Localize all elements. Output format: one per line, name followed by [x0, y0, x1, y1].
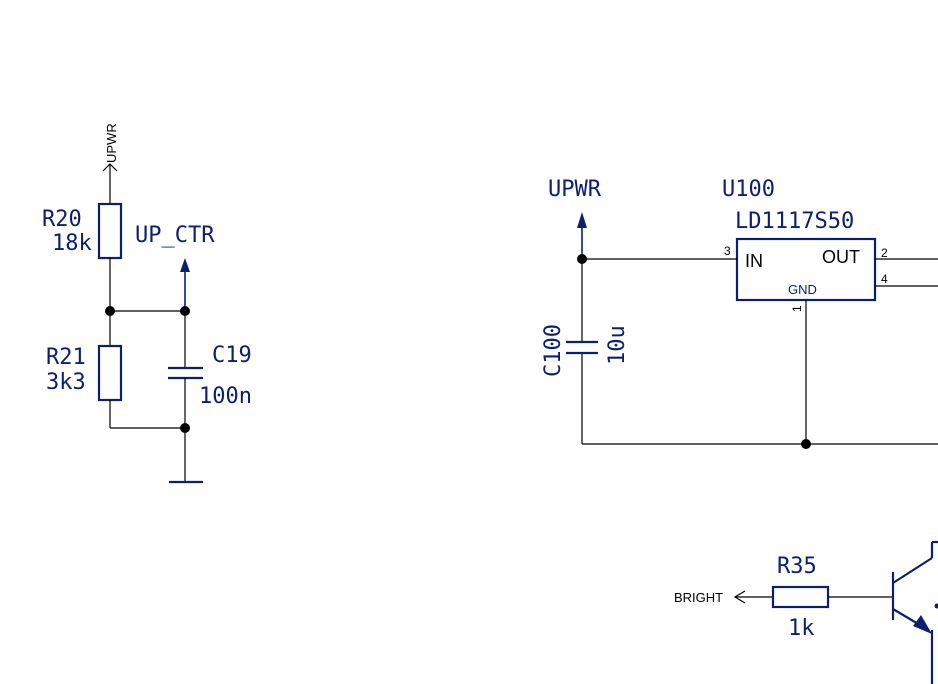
c100-value: 10u [605, 325, 630, 365]
r35-ref: R35 [777, 554, 817, 579]
pin-number-tab: 4 [881, 272, 888, 286]
r20-resistor [97, 202, 123, 260]
upwr-port-left: UPWR [102, 123, 119, 204]
c100-ref: C100 [541, 324, 566, 377]
emitter-arrow-icon [913, 615, 932, 634]
r21-resistor [97, 344, 123, 402]
left-divider-circuit: UPWR R20 18k R21 3k3 UP_CTR C19 100n [42, 123, 252, 484]
u100-ref: U100 [722, 177, 775, 202]
pin-number-out: 2 [881, 246, 888, 260]
r35-value: 1k [788, 616, 815, 641]
junction [105, 306, 115, 316]
c19-value: 100n [199, 384, 252, 409]
pin-number-gnd: 1 [790, 305, 804, 312]
c19-ref: C19 [212, 343, 252, 368]
up-ctr-label: UP_CTR [135, 223, 215, 248]
r20-ref: R20 [42, 207, 82, 232]
r35-resistor [771, 585, 830, 609]
r20-value: 18k [52, 231, 92, 256]
pin-number-in: 3 [724, 244, 731, 258]
ic-pin-gnd: GND [788, 282, 817, 297]
u100-part: LD1117S50 [735, 209, 854, 234]
ic-pin-in: IN [745, 251, 763, 271]
junction [577, 254, 587, 264]
up-ctr-arrow-icon [180, 258, 190, 272]
bright-circuit: BRIGHT R35 1k [674, 540, 938, 684]
upwr-arrow-icon [577, 212, 587, 228]
regulator-circuit: UPWR U100 LD1117S50 IN OUT GND 3 2 4 1 C… [541, 177, 938, 449]
r21-value: 3k3 [46, 370, 86, 395]
junction [180, 306, 190, 316]
up-ctr-net: UP_CTR [135, 223, 215, 311]
r21-ref: R21 [46, 345, 86, 370]
upwr-label-right: UPWR [548, 177, 602, 202]
ic-pin-out: OUT [822, 247, 860, 267]
junction [180, 423, 190, 433]
transistor-symbol [891, 540, 938, 684]
bright-label: BRIGHT [674, 590, 723, 605]
junction [801, 439, 811, 449]
upwr-label-left: UPWR [104, 123, 119, 163]
